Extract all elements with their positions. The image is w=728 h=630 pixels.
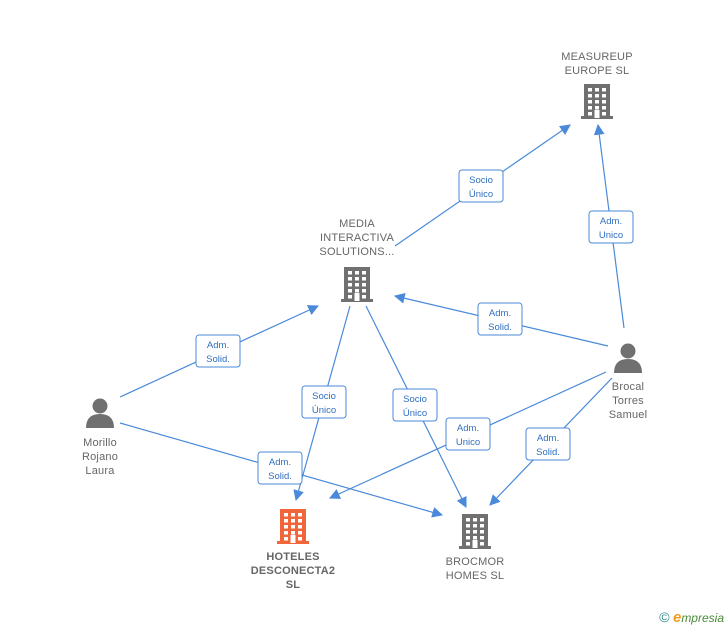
edge-label-text: Solid. (488, 322, 512, 333)
edge-label-text: Socio (403, 394, 427, 405)
node-label-measureup: MEASUREUP (561, 51, 632, 63)
edge-label-text: Adm. (489, 308, 511, 319)
edge-label-text: Solid. (536, 447, 560, 458)
edge-label-text: Socio (469, 175, 493, 186)
node-label-morillo: Laura (85, 465, 115, 477)
node-label-media: MEDIA (339, 218, 375, 230)
person-icon (614, 343, 642, 373)
node-label-media: INTERACTIVA (320, 232, 395, 244)
node-media[interactable]: MEDIA INTERACTIVA SOLUTIONS... (319, 218, 394, 302)
edge-label-morillo-brocmor[interactable]: Adm. Solid. (257, 451, 303, 485)
node-label-morillo: Rojano (82, 451, 118, 463)
edge-label-brocal-measureup[interactable]: Adm. Unico (588, 210, 634, 244)
edge-label-text: Único (312, 405, 336, 416)
footer-brand: © empresia (659, 609, 724, 626)
edge-label-text: Adm. (269, 457, 291, 468)
person-icon (86, 398, 114, 428)
building-icon (341, 267, 373, 302)
edge-label-box (257, 451, 303, 485)
edge-label-text: Socio (312, 391, 336, 402)
node-label-hoteles: DESCONECTA2 (251, 565, 336, 577)
edge-label-text: Único (469, 189, 493, 200)
node-label-brocal: Torres (612, 395, 644, 407)
edge-label-text: Adm. (537, 433, 559, 444)
edge-label-morillo-media[interactable]: Adm. Solid. (195, 334, 241, 368)
building-icon (277, 509, 309, 544)
node-label-brocmor: HOMES SL (446, 570, 504, 582)
edge-label-box (301, 385, 347, 419)
edge-label-text: Adm. (207, 340, 229, 351)
edge-label-text: Unico (599, 230, 623, 241)
edge-label-text: Adm. (457, 423, 479, 434)
edge-label-box (477, 302, 523, 336)
edge-label-box (445, 417, 491, 451)
edge-label-text: Solid. (206, 354, 230, 365)
node-brocmor[interactable]: BROCMOR HOMES SL (446, 514, 505, 582)
node-label-morillo: Morillo (83, 437, 117, 449)
edge-label-box (458, 169, 504, 203)
edge-label-text: Solid. (268, 471, 292, 482)
edge-label-box (588, 210, 634, 244)
edge-label-brocal-brocmor[interactable]: Adm. Solid. (525, 427, 571, 461)
brand-name: mpresia (681, 611, 724, 625)
node-label-brocal: Samuel (609, 409, 648, 421)
edge-label-brocal-media[interactable]: Adm. Solid. (477, 302, 523, 336)
node-label-brocal: Brocal (612, 381, 644, 393)
edge-label-box (525, 427, 571, 461)
node-label-measureup: EUROPE SL (565, 65, 630, 77)
node-label-hoteles: HOTELES (266, 551, 319, 563)
edge-label-box (195, 334, 241, 368)
brand-logo-initial: e (672, 609, 682, 626)
edge-label-box (392, 388, 438, 422)
edge-label-brocal-hoteles[interactable]: Adm. Unico (445, 417, 491, 451)
copyright-icon: © (659, 609, 670, 625)
node-label-media: SOLUTIONS... (319, 246, 394, 258)
node-label-hoteles: SL (286, 579, 301, 591)
node-label-brocmor: BROCMOR (446, 556, 505, 568)
building-icon (459, 514, 491, 549)
edge-label-text: Único (403, 408, 427, 419)
node-measureup[interactable]: MEASUREUP EUROPE SL (561, 51, 633, 119)
edge-label-text: Unico (456, 437, 480, 448)
edge-label-text: Adm. (600, 216, 622, 227)
building-icon (581, 84, 613, 119)
